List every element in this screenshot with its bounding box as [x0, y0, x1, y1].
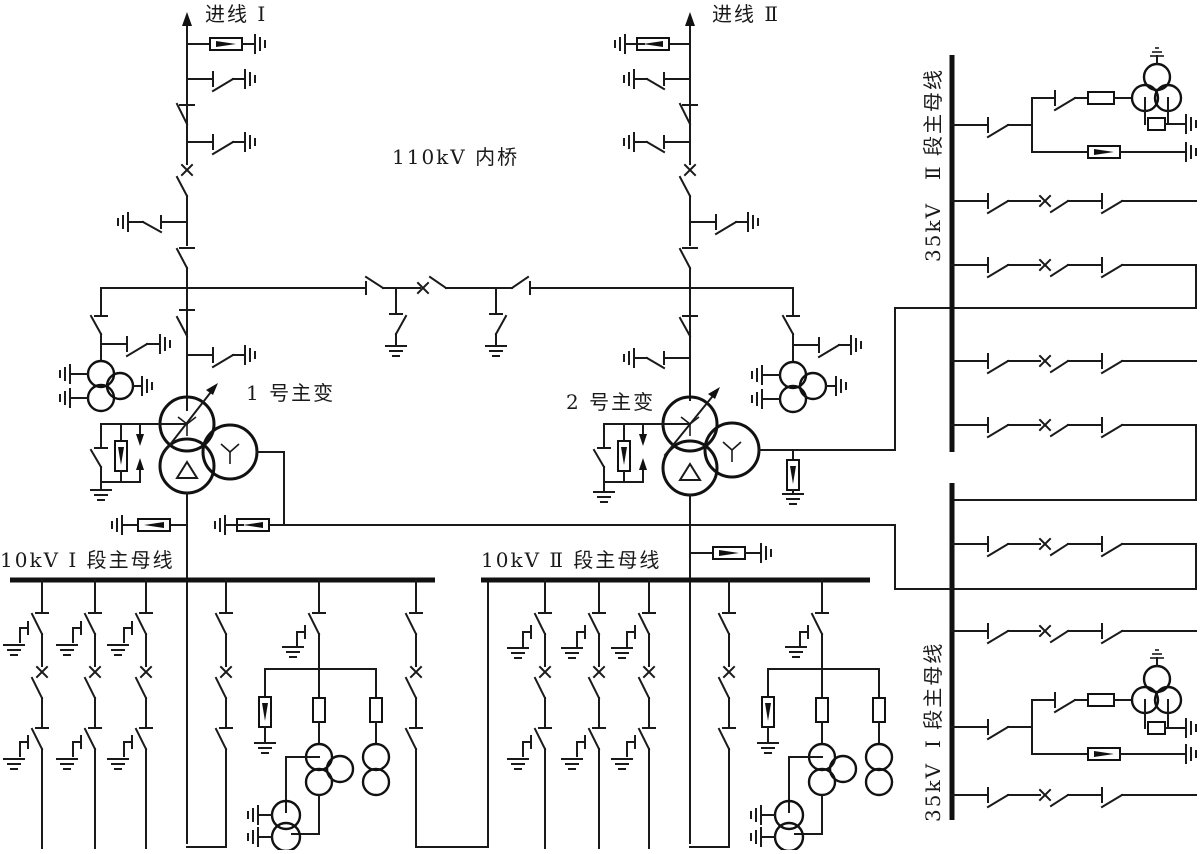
main-transformer-2: [592, 307, 1196, 844]
bus-10kv-1-label: 10kV Ⅰ 段主母线: [0, 548, 175, 572]
feeder-10kv-1-3: [107, 579, 153, 849]
bus-coupler-10kv: [404, 579, 489, 848]
feeder-35kv-2-3: [951, 353, 1197, 374]
tie-lines-35kv: [894, 307, 1197, 590]
feeder-35kv-1-3: [951, 787, 1197, 808]
feeder-10kv-2-3: [611, 579, 656, 849]
bus-35kv-2-label-voltage: 35kV: [921, 202, 945, 262]
feeder-10kv-1-2: [56, 579, 102, 849]
pt-110kv-2: [751, 287, 862, 414]
bus-10kv-section-2: [481, 577, 894, 853]
bus-10kv-section-1: [3, 577, 489, 853]
bus-10kv-2-label: 10kV Ⅱ 段主母线: [481, 548, 661, 572]
feeder-10kv-1-1: [3, 579, 49, 849]
incoming-line-1-label: 进线 Ⅰ: [205, 2, 267, 26]
feeder-35kv-1-1: [951, 536, 1197, 557]
bus-35kv-2-label-name: Ⅱ 段主母线: [921, 68, 945, 180]
bridge-110kv: [100, 275, 794, 357]
feeder-35kv-2-1: [951, 193, 1197, 214]
transformer-1-label: 1 号主变: [246, 381, 335, 405]
feeder-35kv-1-2: [951, 623, 1197, 644]
feeder-35kv-2-4: [951, 417, 1197, 501]
bus-35kv-section-2: [949, 47, 1197, 501]
pt-cabinet-10kv-1: [247, 579, 391, 853]
bus-35kv-1-label-name: Ⅰ 段主母线: [921, 642, 945, 748]
feeder-35kv-2-2: [951, 257, 1197, 309]
feeder-10kv-2-1: [507, 579, 552, 849]
bridge-label: 110kV 内桥: [392, 145, 519, 169]
main-transformer-1: [89, 309, 896, 844]
incoming-line-1: [117, 12, 266, 411]
bus-tie-10kv-1: [186, 579, 233, 848]
pt-cabinet-10kv-2: [750, 579, 894, 853]
transformer-2-label: 2 号主变: [566, 390, 655, 414]
pt-110kv-1: [59, 287, 171, 413]
incoming-line-2-label: 进线 Ⅱ: [712, 2, 780, 26]
bus-35kv-section-1: [894, 483, 1197, 820]
incoming-line-2: [614, 12, 759, 401]
feeder-10kv-2-2: [561, 579, 606, 849]
bus-35kv-1-label-voltage: 35kV: [921, 762, 945, 822]
bus-tie-10kv-2: [689, 579, 736, 848]
